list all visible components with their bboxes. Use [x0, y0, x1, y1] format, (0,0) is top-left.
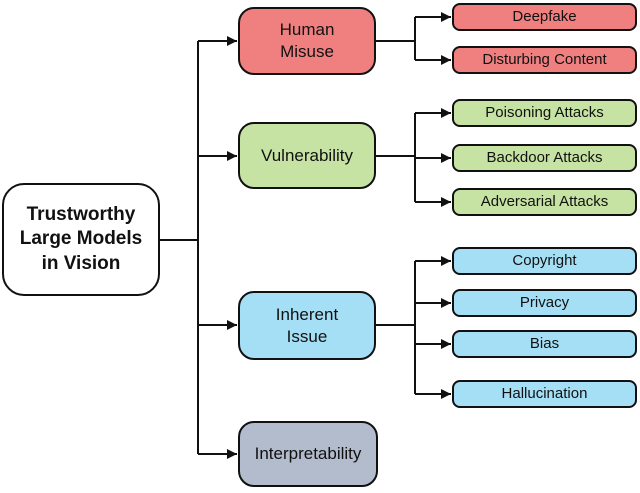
leaf-node-adversarial-attacks: Adversarial Attacks — [452, 188, 637, 216]
root-node-trustworthy-large-models-in-vision: Trustworthy Large Models in Vision — [2, 183, 160, 296]
leaf-node-bias: Bias — [452, 330, 637, 358]
branch-node-human-misuse: Human Misuse — [238, 7, 376, 75]
leaf-node-deepfake: Deepfake — [452, 3, 637, 31]
leaf-node-backdoor-attacks: Backdoor Attacks — [452, 144, 637, 172]
branch-node-interpretability: Interpretability — [238, 421, 378, 487]
leaf-node-copyright: Copyright — [452, 247, 637, 275]
leaf-node-privacy: Privacy — [452, 289, 637, 317]
leaf-node-hallucination: Hallucination — [452, 380, 637, 408]
branch-node-inherent-issue: Inherent Issue — [238, 291, 376, 360]
leaf-node-disturbing-content: Disturbing Content — [452, 46, 637, 74]
branch-node-vulnerability: Vulnerability — [238, 122, 376, 189]
leaf-node-poisoning-attacks: Poisoning Attacks — [452, 99, 637, 127]
